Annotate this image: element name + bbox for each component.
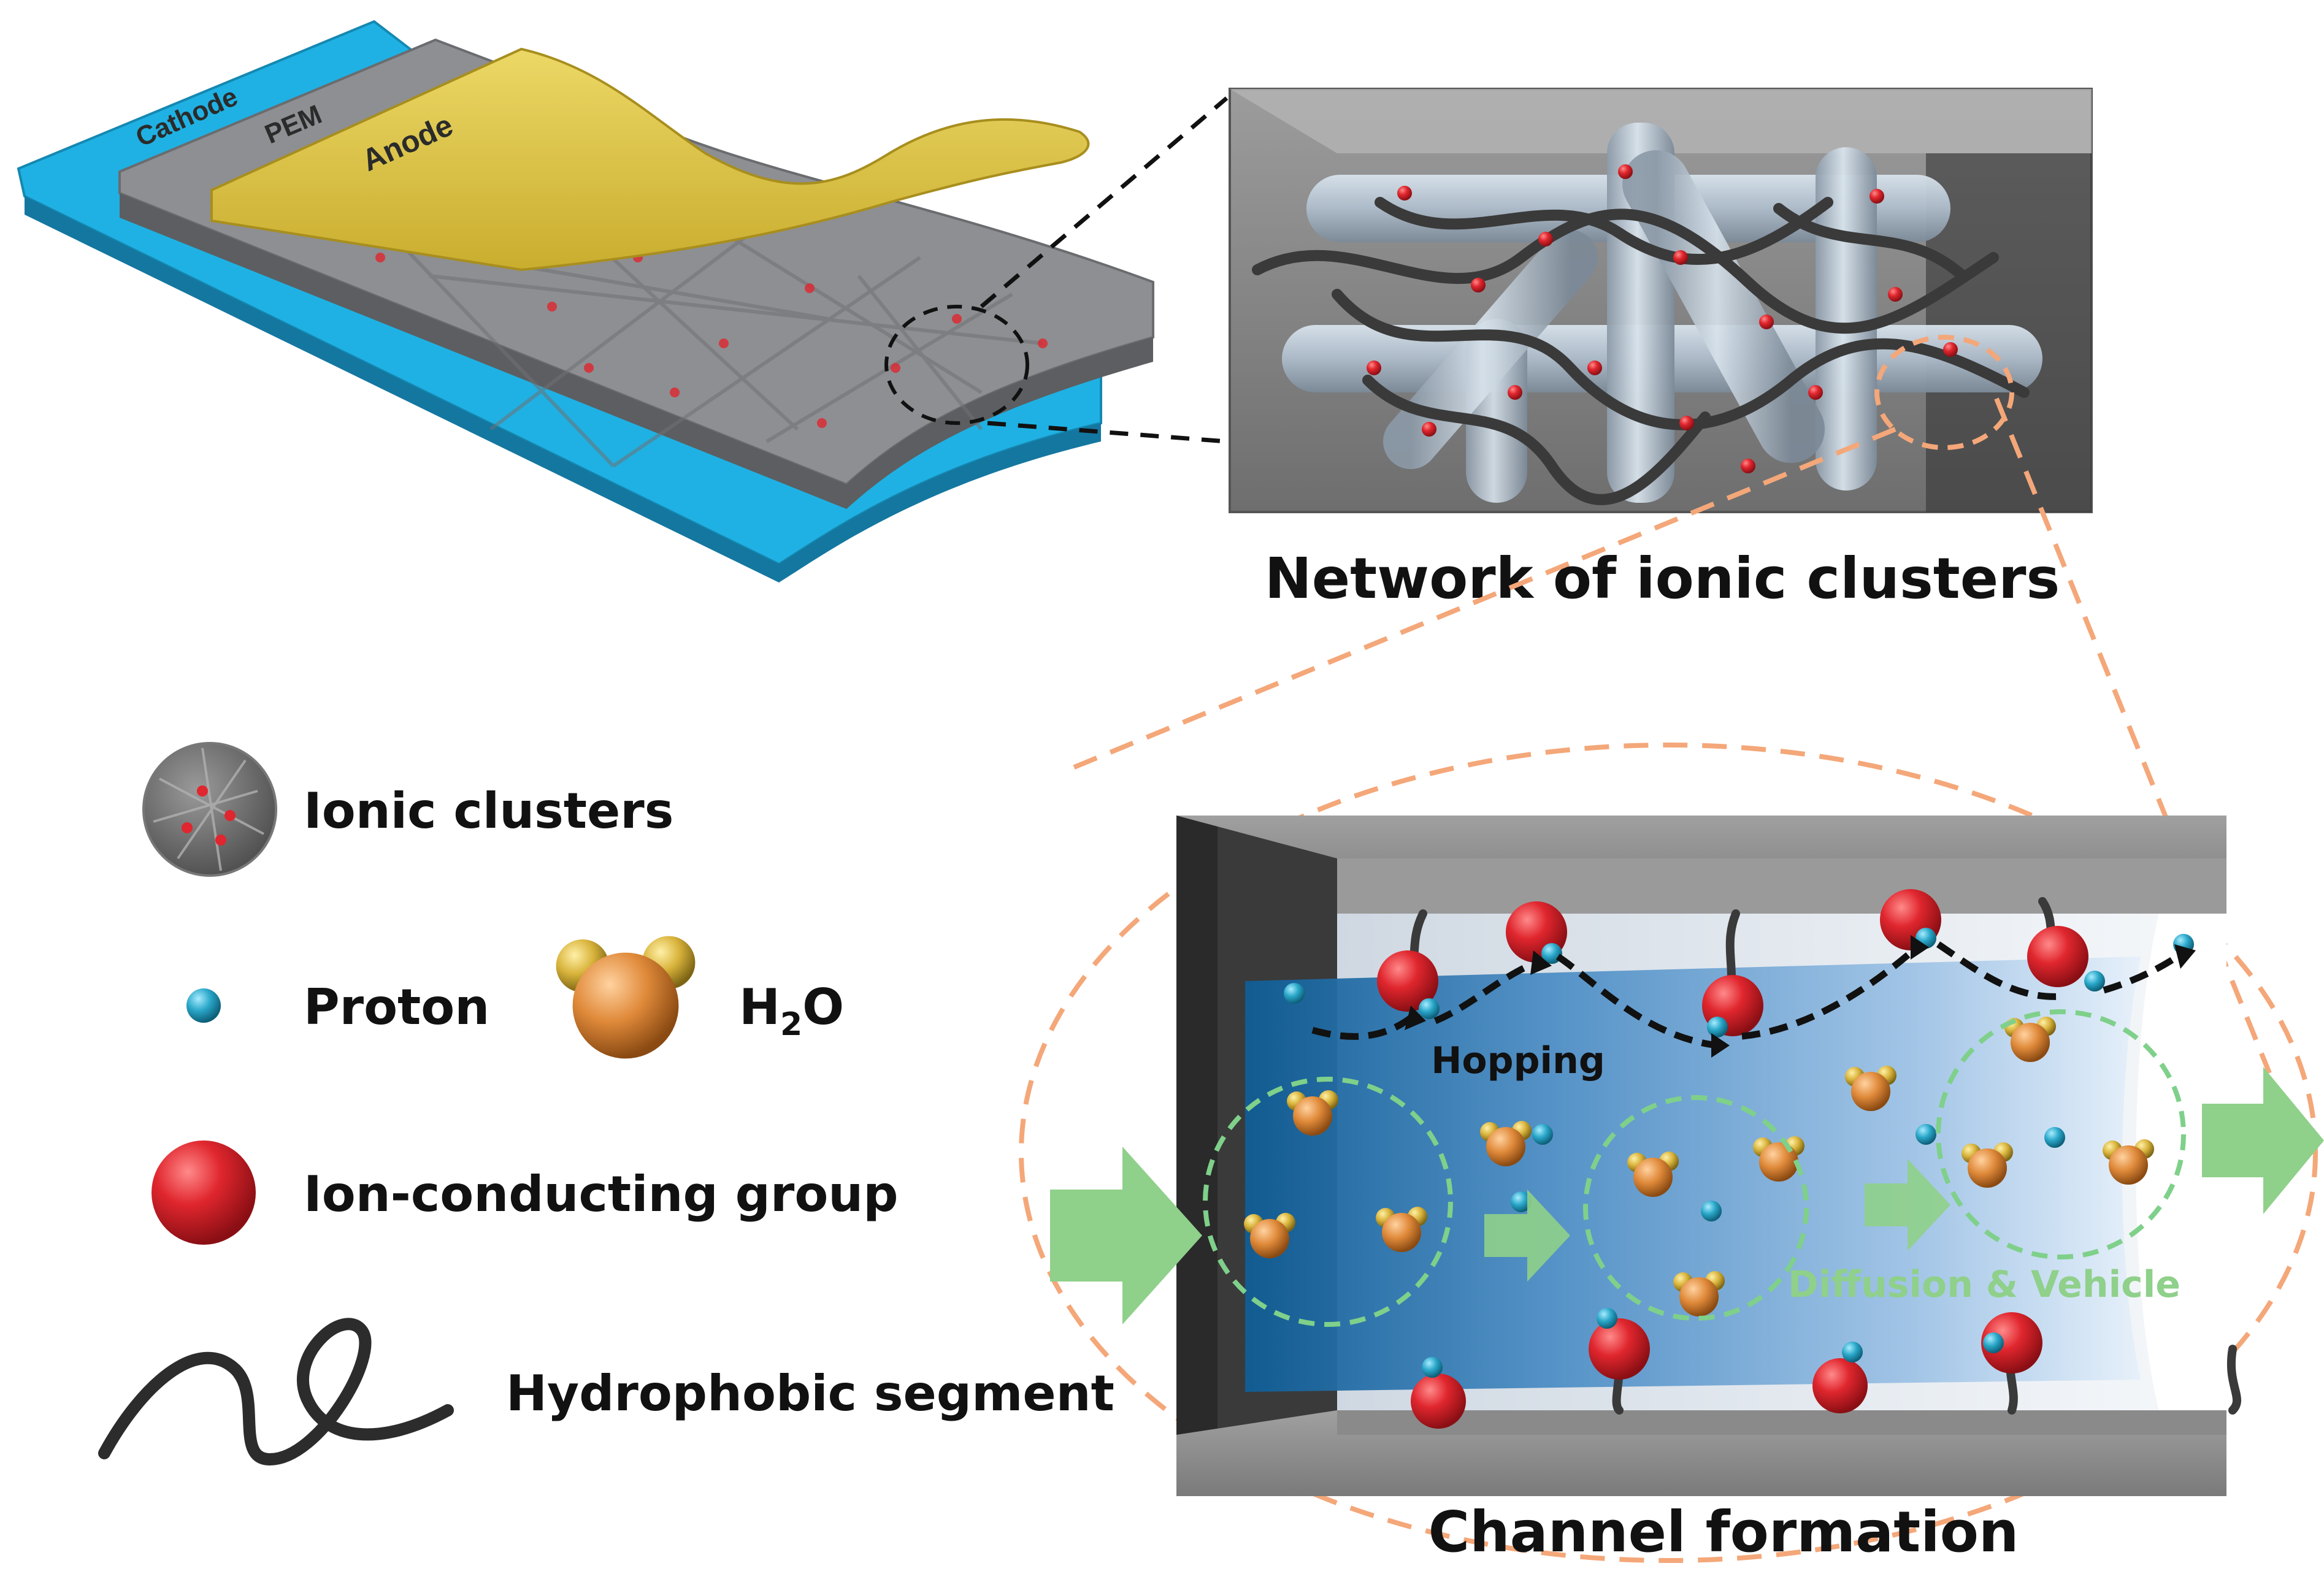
legend-h2o: H2O xyxy=(556,936,844,1059)
pem-ion-dots xyxy=(375,228,1048,428)
legend-proton-label: Proton xyxy=(304,979,489,1036)
water-molecule-icon xyxy=(556,936,696,1059)
network-caption: Network of ionic clusters xyxy=(1265,546,2060,611)
flow-out-arrow xyxy=(2202,1067,2324,1214)
ionic-cluster-icon xyxy=(142,742,277,877)
h2o-label-o: O xyxy=(802,979,844,1036)
legend-ionic-clusters-label: Ionic clusters xyxy=(304,782,673,839)
legend: Ionic clusters Proton H2O Ion-conducting… xyxy=(98,742,1114,1466)
h2o-label-h: H xyxy=(739,979,780,1036)
h2o-label-sub: 2 xyxy=(780,1006,802,1043)
hopping-arrows xyxy=(1311,941,2180,1049)
hydration-shells xyxy=(1203,1009,2186,1327)
legend-hydrophobic-label: Hydrophobic segment xyxy=(506,1365,1114,1422)
svg-text:H2O: H2O xyxy=(739,979,844,1043)
vehicle-arrows xyxy=(1484,1159,1950,1282)
flow-in-arrow xyxy=(1050,1147,1202,1324)
legend-ion-conducting-group: Ion-conducting group xyxy=(151,1140,899,1245)
legend-ion-group-label: Ion-conducting group xyxy=(304,1166,899,1223)
zoom-connector-lines xyxy=(980,96,1229,444)
diffusion-vehicle-label: Diffusion & Vehicle xyxy=(1788,1263,2180,1306)
channel-water xyxy=(1245,957,2141,1392)
proton-icon xyxy=(186,988,221,1023)
ion-conducting-group-icon xyxy=(151,1140,256,1245)
channel-caption: Channel formation xyxy=(1429,1499,2019,1565)
ionic-cluster-network-box xyxy=(1229,88,2093,513)
ion-channel: Hopping Diffusion & Vehicle xyxy=(1176,816,2242,1496)
legend-ionic-clusters: Ionic clusters xyxy=(142,742,673,877)
hopping-label: Hopping xyxy=(1431,1039,1605,1082)
hydrophobic-segment-icon xyxy=(98,1318,454,1466)
legend-proton: Proton xyxy=(186,979,489,1036)
membrane-electrode-stack: Cathode PEM Anode xyxy=(17,20,1154,583)
hydrophobic-chains xyxy=(1252,197,2030,505)
anode-layer xyxy=(210,47,1090,272)
channel-highlight-circle xyxy=(1874,335,2014,450)
zoom-circle xyxy=(884,305,1029,425)
legend-hydrophobic-segment: Hydrophobic segment xyxy=(98,1318,1114,1466)
network-ion-dots xyxy=(1367,164,1958,473)
